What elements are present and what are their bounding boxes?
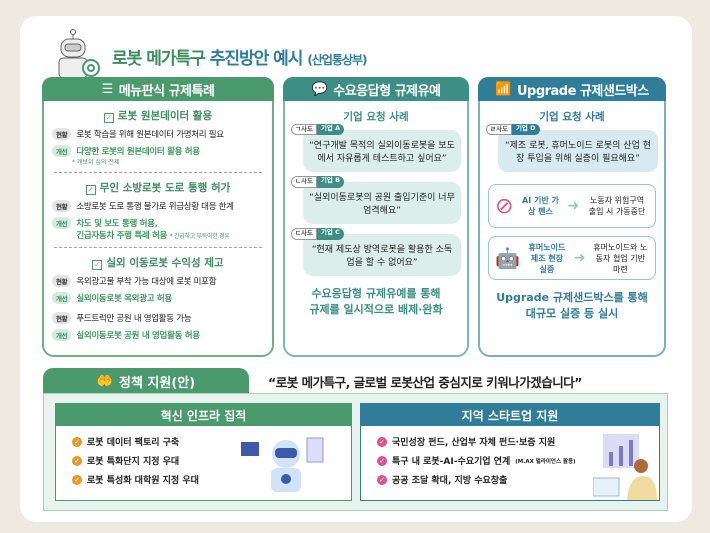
hand-icon: 🤲 xyxy=(96,373,113,389)
subtitle: 기업 요청 사례 xyxy=(539,111,605,123)
robot-illustration-icon xyxy=(241,437,324,492)
panel-header: 혁신 인프라 집적 xyxy=(56,404,351,426)
list-item: ✓국민성장 펀드, 산업부 자체 펀드·보증 지원 xyxy=(377,435,659,448)
column-header: ☰메뉴판식 규제특례 xyxy=(42,77,274,101)
section-title: ✓로봇 원본데이터 활용 xyxy=(103,110,213,123)
text: 실외이동로봇 공원 내 영업활동 허용 xyxy=(76,331,200,341)
improve-row: 개선 실외이동로봇 옥외광고 허용 xyxy=(52,292,264,304)
improve-row: 개선 차도 및 보도 통행 허용,긴급자동차 주행 특례 허용 * 긴급하고 부득… xyxy=(52,217,264,241)
list-item: ✓로봇 데이터 팩토리 구축 xyxy=(72,435,351,448)
list-item: ✓특구 내 로봇-AI-수요기업 연계(M.AX 얼라이언스 활용) xyxy=(377,454,659,467)
tag-now: 현황 xyxy=(52,275,72,287)
tag-now: 현황 xyxy=(52,200,72,212)
label: ㄹ사도 xyxy=(486,124,512,136)
robot-gear-icon xyxy=(58,29,100,79)
text: 소방로봇 도로 통행 불가로 위급상황 대응 한계 xyxy=(76,202,234,212)
list-icon: ☰ xyxy=(101,81,114,97)
note: * 개보위 심의 전제 xyxy=(72,159,120,166)
startup-panel: 지역 스타트업 지원 ✓국민성장 펀드, 산업부 자체 펀드·보증 지원 ✓특구… xyxy=(360,403,660,501)
check-icon: ✓ xyxy=(377,455,387,466)
check-icon: ✓ xyxy=(72,436,82,447)
menu-regulation-column: ☰메뉴판식 규제특례 ✓로봇 원본데이터 활용 현황 로봇 학습을 위해 원본데이… xyxy=(42,77,274,357)
check-icon: ✓ xyxy=(72,474,82,485)
check-icon: ✓ xyxy=(92,260,103,270)
policy-box: 혁신 인프라 집적 ✓로봇 데이터 팩토리 구축 ✓로봇 특화단지 지정 우대 … xyxy=(43,393,668,511)
status-row: 현황 소방로봇 도로 통행 불가로 위급상황 대응 한계 xyxy=(52,200,264,212)
improve-row: 개선 다양한 로봇의 원본데이터 활용 허용 xyxy=(52,145,264,157)
check-icon: ✓ xyxy=(103,113,114,123)
text: 차도 및 보도 통행 허용,긴급자동차 주행 특례 허용 * 긴급하고 부득이한… xyxy=(76,219,230,241)
no-entry-robot-icon: ⊘ xyxy=(495,193,514,219)
label: ㄴ사도 xyxy=(291,176,317,188)
text: 로봇 학습을 위해 원본데이터 가명처리 필요 xyxy=(76,130,224,140)
divider xyxy=(54,172,262,173)
label: ㄷ사도 xyxy=(291,228,317,240)
policy-quote: “로봇 메가특구, 글로벌 로봇산업 중심지로 키워나가겠습니다” xyxy=(268,375,582,390)
tag-now: 현황 xyxy=(52,312,72,324)
humanoid-icon: 🤖 xyxy=(495,246,520,271)
company: 기업 D xyxy=(511,124,540,136)
list-item: ✓공공 조달 확대, 지방 수요창출 xyxy=(377,473,659,486)
tag-now: 현황 xyxy=(52,128,72,140)
company: 기업 C xyxy=(316,228,344,240)
policy-tab: 🤲정책 지원(안) xyxy=(43,368,249,394)
tag-improve: 개선 xyxy=(52,145,72,157)
tag-improve: 개선 xyxy=(52,292,72,304)
status-row: 현황 옥외광고물 부착 가능 대상에 로봇 미포함 xyxy=(52,275,264,287)
sandbox-item: ⊘AI 기반 가상 펜스➜노동자 위험구역 출입 시 가동중단 xyxy=(488,184,656,229)
check-icon: ✓ xyxy=(377,436,387,447)
infra-panel: 혁신 인프라 집적 ✓로봇 데이터 팩토리 구축 ✓로봇 특화단지 지정 우대 … xyxy=(55,403,352,501)
divider xyxy=(54,247,262,248)
column-header: 💬수요응답형 규제유예 xyxy=(283,77,469,101)
label: ㄱ사도 xyxy=(291,124,317,136)
tag-improve: 개선 xyxy=(52,329,72,341)
section-title: ✓실외 이동로봇 수익성 제고 xyxy=(92,257,224,270)
text: 푸드트럭만 공원 내 영업활동 가능 xyxy=(76,314,192,324)
check-icon: ✓ xyxy=(72,455,82,466)
text: 옥외광고물 부착 가능 대상에 로봇 미포함 xyxy=(76,277,217,287)
sandbox-item: 🤖휴머노이드 제조 현장 실증➜휴머노이드와 노동자 협업 기반 마련 xyxy=(488,236,656,281)
arrow-icon: ➜ xyxy=(573,250,586,267)
panel-header: 지역 스타트업 지원 xyxy=(361,404,659,426)
list-item: ✓로봇 특성화 대학원 지정 우대 xyxy=(72,473,351,486)
chat-icon: 💬 xyxy=(311,81,328,97)
company: 기업 B xyxy=(316,176,345,188)
bar-chart-icon: 📶 xyxy=(495,81,511,97)
check-icon: ✓ xyxy=(377,474,387,485)
company: 기업 A xyxy=(316,124,345,136)
text: 다양한 로봇의 원본데이터 활용 허용 xyxy=(76,147,200,157)
arrow-icon: ➜ xyxy=(567,198,580,215)
page-title: 로봇 메가특구 추진방안 예시 (산업통상부) xyxy=(112,49,368,69)
analyst-illustration-icon xyxy=(593,434,657,500)
status-row: 현황 푸드트럭만 공원 내 영업활동 가능 xyxy=(52,312,264,324)
status-row: 현황 로봇 학습을 위해 원본데이터 가명처리 필요 xyxy=(52,128,264,140)
improve-row: 개선 실외이동로봇 공원 내 영업활동 허용 xyxy=(52,329,264,341)
tag-improve: 개선 xyxy=(52,217,72,229)
subtitle: 기업 요청 사례 xyxy=(343,111,409,123)
text: 실외이동로봇 옥외광고 허용 xyxy=(76,294,172,304)
column-header: 📶Upgrade 규제샌드박스 xyxy=(478,77,666,101)
section-title: ✓무인 소방로봇 도로 통행 허가 xyxy=(85,182,231,195)
check-icon: ✓ xyxy=(85,185,96,195)
list-item: ✓로봇 특화단지 지정 우대 xyxy=(72,454,351,467)
